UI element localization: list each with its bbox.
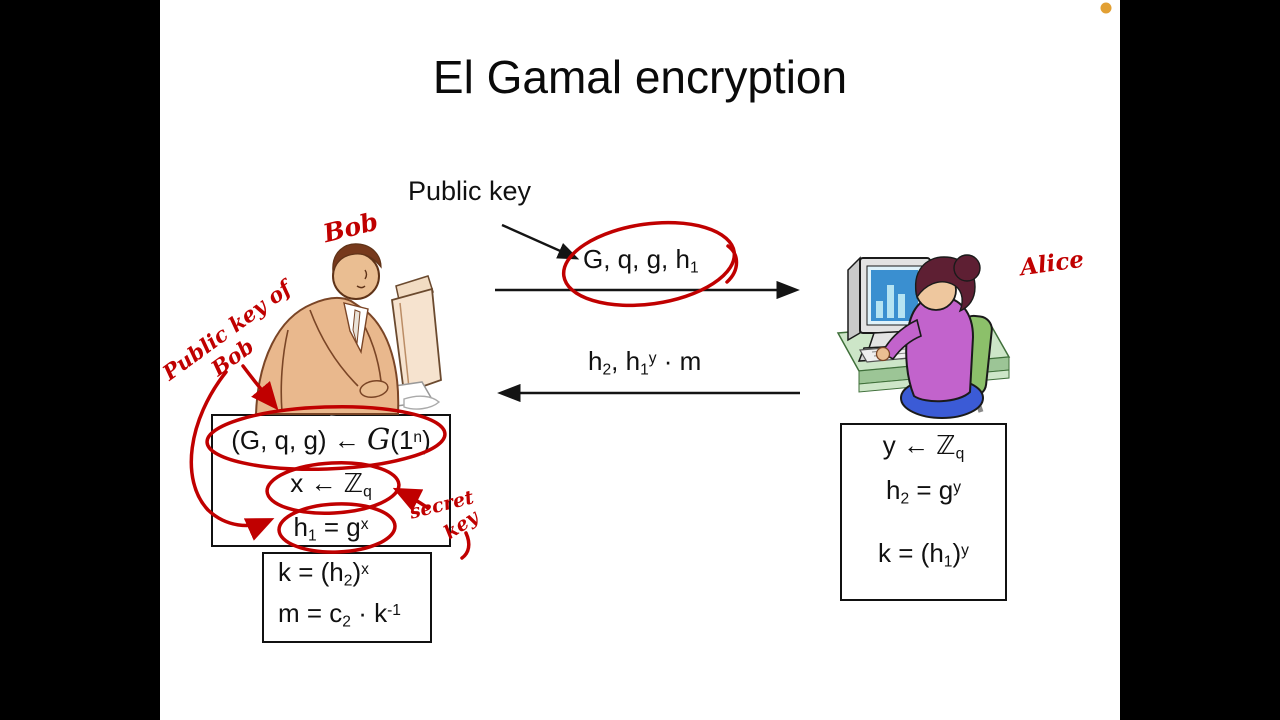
dc1-sub: 2 bbox=[343, 572, 353, 590]
alice-line1: y ← ℤq bbox=[842, 430, 1005, 464]
kg1-p1: (G, q, g) bbox=[231, 425, 334, 455]
bob-keygen-line2: x ← ℤq bbox=[213, 468, 449, 502]
al3-p2: ) bbox=[952, 538, 962, 568]
bob-keygen-box: (G, q, g) ← G(1n) x ← ℤq h1 = gx bbox=[211, 414, 451, 547]
msg-to-alice-text: G, q, g, h bbox=[583, 244, 690, 274]
kg2-p2 bbox=[336, 468, 343, 498]
dc1-sup: x bbox=[361, 560, 369, 578]
kg1-sup: n bbox=[413, 428, 423, 446]
public-key-pointer-arrow bbox=[501, 223, 580, 260]
kg3-sup: x bbox=[360, 515, 369, 533]
msg-to-bob-sup1: y bbox=[648, 349, 657, 367]
dc2-sub: 2 bbox=[342, 613, 351, 631]
integers-symbol: ℤ bbox=[343, 469, 364, 499]
kg2-p1: x bbox=[290, 468, 311, 498]
kg3-p1: h bbox=[293, 512, 308, 542]
msg-to-bob-sub1: 2 bbox=[602, 361, 612, 379]
al2-p2: = g bbox=[909, 475, 954, 505]
al3-sup: y bbox=[961, 541, 969, 559]
kg1-p3: (1 bbox=[390, 425, 414, 455]
alice-line2: h2 = gy bbox=[842, 475, 1005, 509]
kg3-p2: = g bbox=[316, 512, 361, 542]
kg3-sub: 1 bbox=[307, 527, 317, 545]
left-arrow-glyph: ← bbox=[333, 425, 360, 455]
alice-clipart bbox=[836, 254, 1011, 419]
bob-decrypt-line2: m = c2 · k-1 bbox=[278, 598, 401, 632]
kg1-p4: ) bbox=[422, 425, 431, 455]
alice-line3: k = (h1)y bbox=[842, 538, 1005, 572]
presentation-slide: El Gamal encryption Public key G, q, g, … bbox=[158, 0, 1120, 720]
public-key-of-bob-annotation: Public key of Bob bbox=[158, 275, 296, 406]
al1-p1: y bbox=[882, 430, 903, 460]
al2-p1: h bbox=[885, 475, 901, 505]
slide-title: El Gamal encryption bbox=[432, 51, 848, 103]
dc1-p1: k = (h bbox=[278, 557, 344, 587]
orange-marker-dot bbox=[1100, 2, 1112, 14]
integers-symbol: ℤ bbox=[936, 431, 956, 461]
script-g-glyph: G bbox=[367, 422, 391, 456]
left-arrow-glyph: ← bbox=[310, 468, 337, 498]
bob-keygen-line1: (G, q, g) ← G(1n) bbox=[213, 422, 449, 456]
kg1-p2 bbox=[360, 425, 367, 455]
left-arrow-glyph: ← bbox=[902, 430, 929, 460]
alice-handwritten-label: Alice bbox=[1018, 245, 1086, 282]
msg-to-bob-p1: h bbox=[588, 346, 603, 376]
bob-decrypt-line1: k = (h2)x bbox=[278, 557, 369, 591]
dc2-sup: -1 bbox=[387, 601, 401, 619]
msg-to-alice-sub: 1 bbox=[689, 259, 699, 277]
bob-handwritten-label: Bob bbox=[320, 206, 381, 249]
dc2-p1: m = c bbox=[278, 598, 343, 628]
al1-sub: q bbox=[955, 445, 965, 463]
msg-to-bob-p2: , h bbox=[611, 346, 641, 376]
kg2-sub: q bbox=[363, 483, 372, 501]
public-key-of-bob-short-arrow bbox=[241, 364, 279, 411]
alice-box: y ← ℤq h2 = gy k = (h1)y bbox=[840, 423, 1007, 601]
message-to-bob: h2, h1y · m bbox=[588, 346, 701, 380]
message-to-alice: G, q, g, h1 bbox=[583, 244, 699, 278]
al3-sub: 1 bbox=[943, 553, 953, 571]
bob-decrypt-box: k = (h2)x m = c2 · k-1 bbox=[262, 552, 432, 643]
msg-to-bob-sub2: 1 bbox=[640, 361, 649, 379]
dc2-p2: · k bbox=[350, 598, 388, 628]
public-key-label: Public key bbox=[408, 176, 532, 206]
msg-to-bob-p3: · m bbox=[656, 346, 702, 376]
al2-sup: y bbox=[953, 478, 962, 496]
al2-sub: 2 bbox=[900, 490, 910, 508]
al3-p1: k = (h bbox=[878, 538, 944, 568]
public-key-red-circle-hook bbox=[725, 244, 739, 284]
dc1-p2: ) bbox=[352, 557, 362, 587]
